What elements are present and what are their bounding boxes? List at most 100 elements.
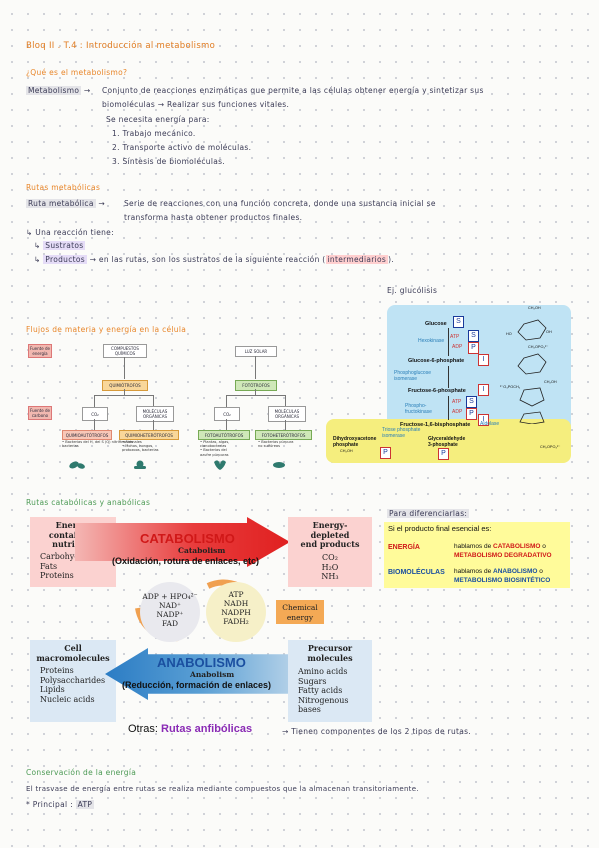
i-box-3: I [478,414,489,426]
productos-bullet: ↳ Productos → en las rutas, son los sust… [34,255,395,264]
f16bp-label: Fructose-1,6-bisphosphate [400,422,471,428]
anabolism-label: Anabolism [190,670,235,679]
aldolase-label: Aldolase [480,421,500,427]
oh-label: OH [546,330,552,334]
luz-solar-box: LUZ SOLAR [235,346,277,357]
rutas-heading: Rutas catabólicas y anabólicas [26,498,151,507]
diferenciar-heading: Para diferenciarlas: [387,509,470,518]
metabolismo-def-2: biomoléculas → Realizar sus funciones vi… [102,100,290,109]
s-box-3: S [466,396,477,408]
metabolismo-def-3: Se necesita energía para: [106,115,210,124]
fuente-energia-label: Fuente de energía [28,344,52,358]
energy-use-item: 1. Trabajo mecánico. [112,129,196,138]
quimioautotrofos-box: QUIMIOAUTÓTROFOS [62,430,112,440]
g6p-label: Glucose-6-phosphate [408,358,465,364]
atp-label-1: ATP [450,334,460,340]
section-heading-metabolismo: ¿Qué es el metabolismo? [26,68,128,77]
conservacion-line: El trasvase de energía entre rutas se re… [26,785,419,793]
section-heading-rutas: Rutas metabólicas [26,183,101,192]
ch2opo3-label-2: CH₂OPO₃²⁻ [540,445,561,449]
biomoleculas-row: hablamos de ANABOLISMO o [454,568,543,575]
moleculas-organicas-box-foto: MOLÉCULAS ORGÁNICAS [268,406,306,422]
po3och2-label: ²⁻O₃POCH₂ [500,385,521,389]
ruta-term: Ruta metabólica → [26,199,106,208]
catabolism-arrow [75,517,290,567]
i-box-1: I [478,354,489,366]
quimioautotrofos-examples: • Bacterias del H, del S (Q) nitrificant… [62,440,134,449]
fotoautotrofos-examples: • Plantas, algas, cianobacterias• Bacter… [200,440,230,457]
example-glucolisis: Ej. glucólisis [387,286,438,295]
hexokinase-label: Hexokinase [418,338,445,344]
sugar-structures [517,319,547,424]
fotoheterotrofos-examples: • Bacterias púrpura no sulfúreas [258,440,294,449]
depleted-products-box [288,517,372,587]
flujos-heading: Flujos de materia y energía en la célula [26,325,187,334]
quimioheterotrofos-examples: • Animales• Mohos, hongos, protozoos, ba… [122,440,159,453]
quimiotrofos-box: QUIMIÓTROFOS [102,380,148,391]
co2-box-foto: CO₂ [214,407,240,421]
anabolismo-subtitle: (Reducción, formación de enlaces) [122,680,272,690]
s-box-2: S [468,330,479,342]
fototrofos-box: FOTÓTROFOS [235,380,277,391]
ho-label: HO [506,332,512,336]
ch2oh-label: CH₂OH [528,306,541,310]
co2-box-quimio: CO₂ [82,407,108,421]
ruta-def-2: transforma hasta obtener productos final… [124,213,303,222]
ch2oh-label-2: CH₂OH [544,380,557,384]
compuestos-quimicos-box: COMPUESTOS QUÍMICOS [103,344,147,358]
energy-use-item: 2. Transporte activo de moléculas. [112,143,252,152]
biomoleculas-key: BIOMOLÉCULAS [388,569,445,576]
otras-line: Otras: Rutas anfibólicas [128,723,253,735]
f6p-label: Fructose-6-phosphate [408,388,466,394]
precursor-molecules-box [288,640,372,722]
page-title: Bloq II . T.4 : Introducción al metaboli… [26,41,216,51]
diferenciar-intro: Si el producto final esencial es: [388,524,492,533]
metabolismo-term: Metabolismo → [26,86,91,95]
moleculas-organicas-box-quimio: MOLÉCULAS ORGÁNICAS [136,406,174,422]
left-cycle-molecules: ADP + HPO₄²⁻NAD⁺NADP⁺FAD [142,592,198,628]
metabolismo-degradativo: METABOLISMO DEGRADATIVO [454,552,552,559]
fuente-carbono-label: Fuente de carbono [28,406,52,420]
cell-macromolecules-box [30,640,116,722]
quimioheterotrofos-box: QUIMIOHETERÓTROFOS [119,430,179,440]
fotoautotrofos-box: FOTOAUTÓTROFOS [198,430,250,440]
conservacion-principal: * Principal : ATP [26,800,95,809]
p-box-4: P [438,448,449,460]
p-box-3: P [380,447,391,459]
catabolismo-subtitle: (Oxidación, rotura de enlaces, etc) [112,556,260,566]
metabolismo-def-1: Conjunto de reacciones enzimáticas que p… [102,86,484,95]
catabolismo-title: CATABOLISMO [140,531,235,546]
energy-use-item: 3. Síntesis de biomoléculas. [112,157,226,166]
pfk-label: Phospho-fructokinase [405,403,432,415]
organism-icons [69,460,285,470]
energia-key: ENERGÍA [388,544,420,551]
adp-label-1: ADP [452,344,463,350]
ch2oh-label-3: CH₂OH [340,449,353,453]
anabolismo-title: ANABOLISMO [157,655,246,670]
adp-label-2: ADP [452,409,463,415]
fotoheterotrofos-box: FOTOHETERÓTROFOS [255,430,312,440]
otras-description: → Tienen componentes de los 2 tipos de r… [282,727,472,736]
ruta-def-1: Serie de reacciones con una función conc… [124,199,436,208]
i-box-2: I [478,384,489,396]
reaccion-bullet: ↳ Una reacción tiene: [26,228,114,237]
chemical-energy-box [276,600,324,624]
atp-label-2: ATP [452,399,462,405]
p-box-1: P [468,342,479,354]
ch2opo3-label: CH₂OPO₃²⁻ [528,345,549,349]
energia-row: hablamos de CATABOLISMO o [454,543,546,550]
energy-cycle [135,579,266,642]
